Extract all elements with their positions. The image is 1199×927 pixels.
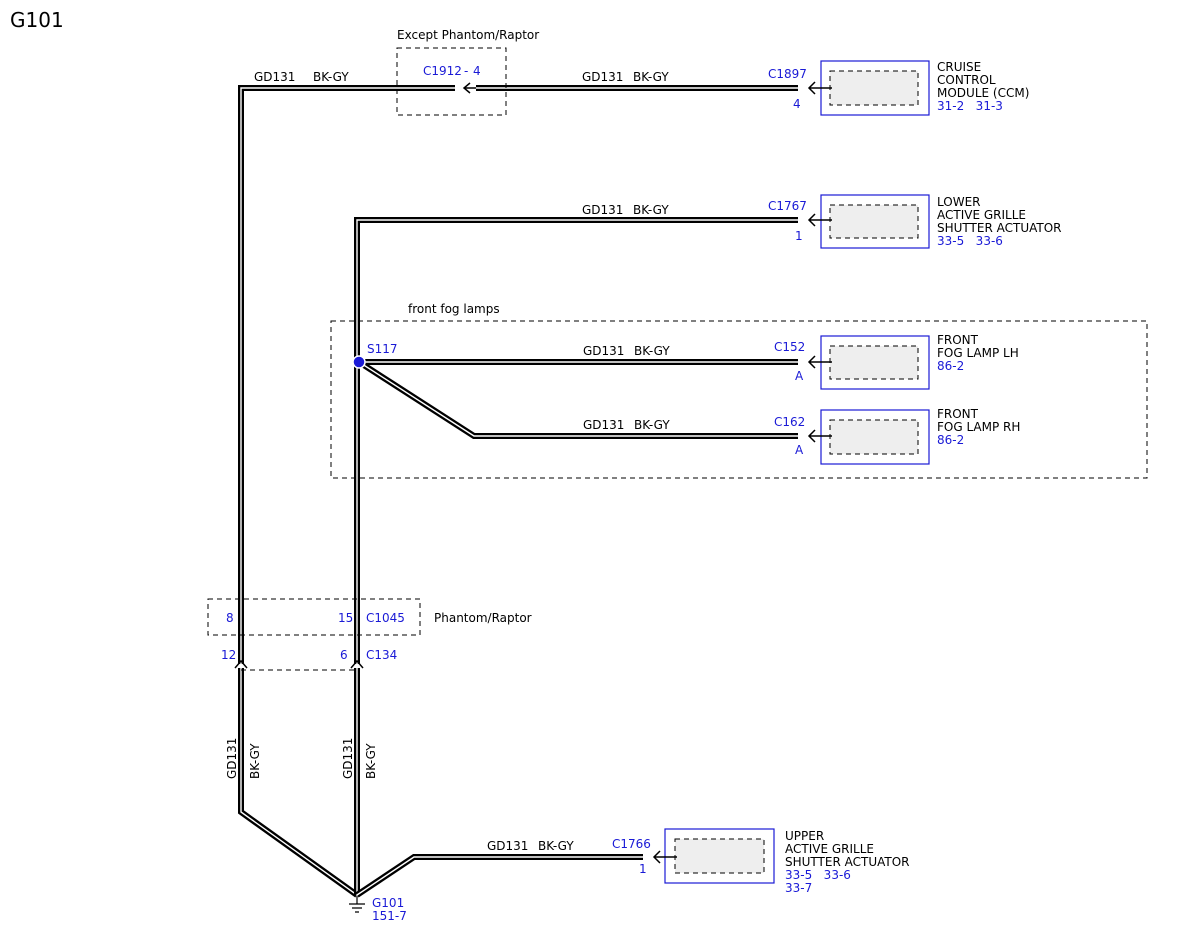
wire-label-circuit: GD131 (225, 738, 239, 779)
front-fog-group: front fog lamps (330, 302, 1148, 479)
splice-dot (352, 355, 366, 369)
lower-agsa-refs: 33-5 33-6 (937, 234, 1003, 248)
fog-lh-name-line2: FOG LAMP LH (937, 346, 1019, 360)
c1912-group: Except Phantom/Raptor C1912 - 4 (396, 28, 539, 116)
component-ccm: C1897 4 CRUISE CONTROL MODULE (CCM) 31-2… (768, 60, 1029, 116)
lower-agsa-name-line2: ACTIVE GRILLE (937, 208, 1026, 222)
fog-rh-inner (829, 419, 919, 455)
c1045-pin-a: 8 (226, 611, 234, 625)
wire-label-circuit: GD131 (341, 738, 355, 779)
wire-s117-to-fog-rh (357, 359, 798, 439)
c1045-group: Phantom/Raptor 8 15 C1045 (207, 598, 532, 636)
diagram-title: G101 (10, 8, 64, 32)
ccm-inner (829, 70, 919, 106)
connector-pin-icon (462, 82, 476, 94)
connector-pin-icon (350, 659, 364, 669)
wire-label-color: BK-GY (364, 743, 378, 779)
front-fog-boundary (330, 320, 1148, 479)
lower-agsa-pin: 1 (795, 229, 803, 243)
component-upper-agsa: C1766 1 UPPER ACTIVE GRILLE SHUTTER ACTU… (612, 828, 910, 895)
wire-label-color: BK-GY (248, 743, 262, 779)
ccm-refs: 31-2 31-3 (937, 99, 1003, 113)
wire-ground-to-upper-agsa (355, 854, 643, 898)
c1045-pin-b: 15 (338, 611, 353, 625)
wire-label-circuit: GD131 (582, 70, 623, 84)
wire-label-color: BK-GY (538, 839, 574, 853)
wire-c134-12-to-ground (238, 668, 359, 898)
component-fog-rh: C162 A FRONT FOG LAMP RH 86-2 (774, 407, 1020, 465)
upper-agsa-name-line3: SHUTTER ACTUATOR (785, 855, 910, 869)
connector-pin-icon (807, 81, 832, 95)
wires (238, 85, 798, 898)
splice-label: S117 (367, 342, 398, 356)
upper-agsa-name-line1: UPPER (785, 829, 824, 843)
upper-agsa-refs2: 33-7 (785, 881, 812, 895)
connector-pin-icon (807, 355, 832, 369)
upper-agsa-pin: 1 (639, 862, 647, 876)
upper-agsa-refs: 33-5 33-6 (785, 868, 851, 882)
ground-label: G101 (372, 896, 404, 910)
lower-agsa-inner (829, 204, 919, 239)
wire-lower-agsa-to-c134 (354, 217, 798, 664)
c134-group: 12 6 C134 (221, 648, 397, 671)
lower-agsa-connector: C1767 (768, 199, 807, 213)
c134-pin-a: 12 (221, 648, 236, 662)
c134-label: C134 (366, 648, 397, 662)
ccm-connector: C1897 (768, 67, 807, 81)
except-phantom-boundary (396, 47, 507, 116)
fog-rh-name-line1: FRONT (937, 407, 979, 421)
connector-pin-icon (807, 213, 832, 227)
connector-pin-icon (807, 429, 832, 443)
fog-lh-refs: 86-2 (937, 359, 964, 373)
wire-c1912-to-c134 (238, 85, 455, 664)
connector-pin-icon (652, 850, 677, 864)
lower-agsa-name-line1: LOWER (937, 195, 981, 209)
wire-label-circuit: GD131 (254, 70, 295, 84)
c134-pin-b: 6 (340, 648, 348, 662)
upper-agsa-inner (674, 838, 765, 874)
fog-lh-inner (829, 345, 919, 380)
wire-label-color: BK-GY (633, 203, 669, 217)
wire-label-circuit: GD131 (487, 839, 528, 853)
c1912-pin: 4 (473, 64, 481, 78)
wire-label-color: BK-GY (634, 344, 670, 358)
ccm-pin: 4 (793, 97, 801, 111)
ccm-name-line3: MODULE (CCM) (937, 86, 1029, 100)
ground-g101: G101 151-7 (349, 896, 407, 923)
fog-rh-refs: 86-2 (937, 433, 964, 447)
phantom-label: Phantom/Raptor (434, 611, 532, 625)
fog-lh-connector: C152 (774, 340, 805, 354)
fog-lh-name-line1: FRONT (937, 333, 979, 347)
except-phantom-label: Except Phantom/Raptor (397, 28, 539, 42)
wire-label-circuit: GD131 (582, 203, 623, 217)
lower-agsa-name-line3: SHUTTER ACTUATOR (937, 221, 1062, 235)
wire-label-color: BK-GY (634, 418, 670, 432)
fog-lh-pin: A (795, 369, 804, 383)
wire-label-circuit: GD131 (583, 344, 624, 358)
wire-label-color: BK-GY (313, 70, 349, 84)
fog-rh-name-line2: FOG LAMP RH (937, 420, 1020, 434)
ccm-name-line1: CRUISE (937, 60, 981, 74)
c1045-label: C1045 (366, 611, 405, 625)
ground-ref: 151-7 (372, 909, 407, 923)
component-fog-lh: C152 A FRONT FOG LAMP LH 86-2 (774, 333, 1019, 390)
connector-pin-icon (234, 659, 248, 669)
ground-icon (349, 896, 365, 913)
ccm-name-line2: CONTROL (937, 73, 996, 87)
component-lower-agsa: C1767 1 LOWER ACTIVE GRILLE SHUTTER ACTU… (768, 194, 1062, 249)
upper-agsa-connector: C1766 (612, 837, 651, 851)
front-fog-label: front fog lamps (408, 302, 500, 316)
upper-agsa-name-line2: ACTIVE GRILLE (785, 842, 874, 856)
fog-rh-connector: C162 (774, 415, 805, 429)
phantom-boundary (207, 598, 421, 636)
wire-label-circuit: GD131 (583, 418, 624, 432)
c1912-dash: - (464, 64, 468, 78)
fog-rh-pin: A (795, 443, 804, 457)
c1912-label: C1912 (423, 64, 462, 78)
wire-label-color: BK-GY (633, 70, 669, 84)
